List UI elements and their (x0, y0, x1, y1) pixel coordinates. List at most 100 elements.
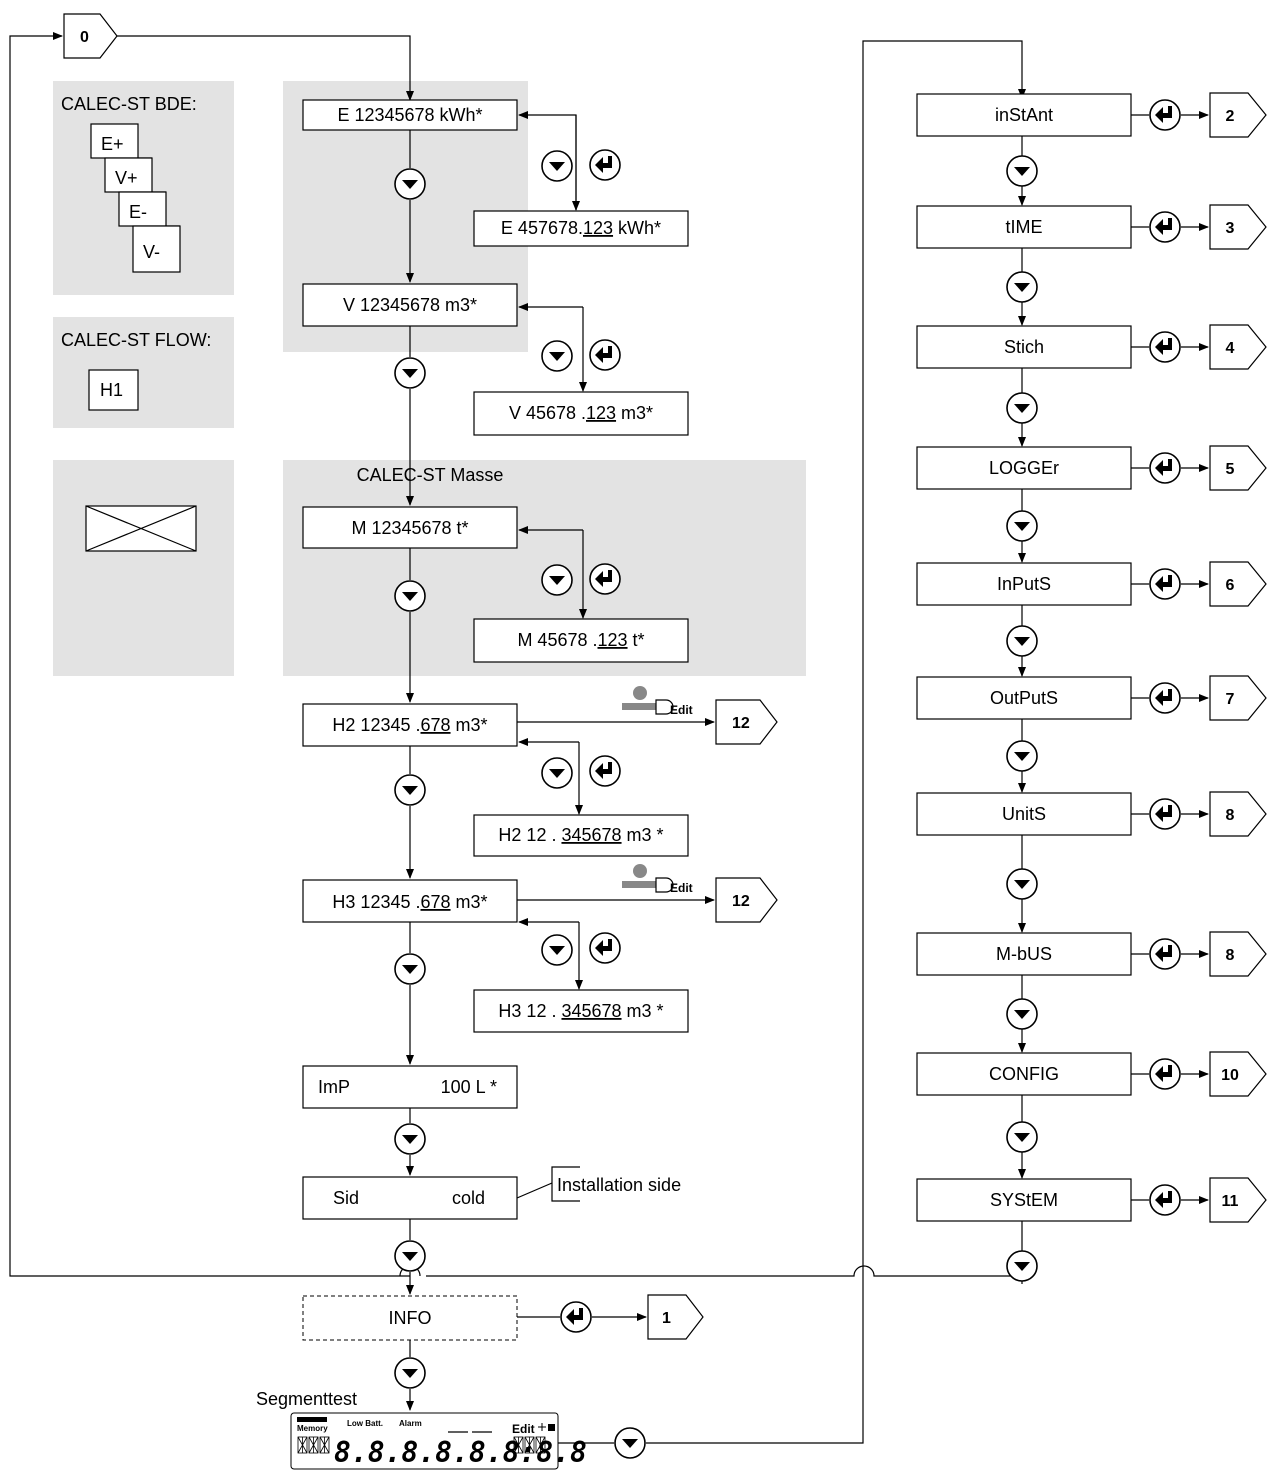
down-button-icon[interactable] (394, 774, 426, 806)
edit-label: Edit (670, 881, 693, 895)
enter-button-icon[interactable] (1149, 568, 1181, 600)
enter-button-icon[interactable] (1149, 1058, 1181, 1090)
menu-item-label: LOGGEr (989, 458, 1059, 478)
menu-item-inputs[interactable]: InPutS (916, 562, 1132, 606)
menu-target-pointer[interactable]: 8 (1209, 931, 1267, 977)
enter-button-icon[interactable] (560, 1301, 592, 1333)
down-button-icon[interactable] (1006, 510, 1038, 542)
enter-button-icon[interactable] (1149, 452, 1181, 484)
down-button-icon[interactable] (394, 580, 426, 612)
down-button-icon[interactable] (394, 1357, 426, 1389)
menu-target-pointer[interactable]: 3 (1209, 204, 1267, 250)
down-button-icon[interactable] (394, 1123, 426, 1155)
enter-button-icon[interactable] (1149, 1184, 1181, 1216)
down-button-icon[interactable] (541, 150, 573, 182)
down-button-icon[interactable] (541, 340, 573, 372)
down-button-icon[interactable] (1006, 392, 1038, 424)
svg-text:V 45678 .123 m3*: V 45678 .123 m3* (509, 403, 653, 423)
mass-box[interactable]: M 12345678 t* (302, 506, 518, 549)
enter-button-icon[interactable] (589, 755, 621, 787)
menu-item-config[interactable]: CONFIG (916, 1052, 1132, 1096)
svg-text:H2 12 . 345678 m3 *: H2 12 . 345678 m3 * (498, 825, 663, 845)
mass-detail-box: M 45678 .123 t* (473, 618, 689, 663)
svg-text:2: 2 (1226, 108, 1235, 125)
menu-target-pointer[interactable]: 10 (1209, 1051, 1267, 1097)
edit-label: Edit (670, 703, 693, 717)
h3-box[interactable]: H3 12345 .678 m3* (302, 879, 518, 923)
menu-item-label: Stich (1004, 337, 1044, 357)
enter-button-icon[interactable] (589, 339, 621, 371)
enter-button-icon[interactable] (1149, 99, 1181, 131)
enter-button-icon[interactable] (589, 563, 621, 595)
menu-target-pointer[interactable]: 11 (1209, 1177, 1267, 1223)
down-button-icon[interactable] (541, 934, 573, 966)
down-button-icon[interactable] (541, 564, 573, 596)
enter-button-icon[interactable] (589, 149, 621, 181)
volume-box[interactable]: V 12345678 m3* (302, 283, 518, 327)
svg-text:E 457678.123 kWh*: E 457678.123 kWh* (501, 218, 661, 238)
down-button-icon[interactable] (1006, 740, 1038, 772)
menu-target-pointer[interactable]: 2 (1209, 92, 1267, 138)
menu-item-instant[interactable]: inStAnt (916, 93, 1132, 137)
down-button-icon[interactable] (1006, 998, 1038, 1030)
energy-detail-box: E 457678.123 kWh* (473, 210, 689, 247)
menu-item-outputs[interactable]: OutPutS (916, 676, 1132, 720)
volume-detail-box: V 45678 .123 m3* (473, 391, 689, 436)
h2-edit-pointer[interactable]: 12 (715, 699, 778, 745)
menu-item-system[interactable]: SYStEM (916, 1178, 1132, 1222)
down-button-icon[interactable] (1006, 155, 1038, 187)
enter-button-icon[interactable] (1149, 798, 1181, 830)
menu-item-label: SYStEM (990, 1190, 1058, 1210)
down-button-icon[interactable] (394, 953, 426, 985)
down-button-icon[interactable] (614, 1427, 646, 1459)
down-button-icon[interactable] (1006, 625, 1038, 657)
segmenttest-title: Segmenttest (256, 1389, 357, 1409)
down-button-icon[interactable] (1006, 271, 1038, 303)
down-button-icon[interactable] (394, 357, 426, 389)
enter-button-icon[interactable] (1149, 211, 1181, 243)
flow-panel (53, 317, 234, 428)
lcd-digits: 8.8.8.8.8.8:8.8 (334, 1436, 587, 1469)
menu-item-stich[interactable]: Stich (916, 325, 1132, 369)
svg-text:10: 10 (1221, 1067, 1239, 1084)
energy-box[interactable]: E 12345678 kWh* (302, 99, 518, 131)
energy-value: E 12345678 kWh* (337, 105, 482, 125)
down-button-icon[interactable] (394, 168, 426, 200)
menu-target-pointer[interactable]: 7 (1209, 675, 1267, 721)
down-button-icon[interactable] (1006, 868, 1038, 900)
down-button-icon[interactable] (1006, 1121, 1038, 1153)
menu-item-logger[interactable]: LOGGEr (916, 446, 1132, 490)
enter-button-icon[interactable] (1149, 331, 1181, 363)
menu-target-pointer[interactable]: 5 (1209, 445, 1267, 491)
svg-text:8: 8 (1226, 947, 1235, 964)
menu-item-time[interactable]: tIME (916, 205, 1132, 249)
impulse-label: ImP (318, 1077, 350, 1097)
not-available-box (85, 505, 197, 552)
enter-button-icon[interactable] (1149, 938, 1181, 970)
menu-target-pointer[interactable]: 6 (1209, 561, 1267, 607)
h2-box[interactable]: H2 12345 .678 m3* (302, 703, 518, 747)
enter-button-icon[interactable] (1149, 682, 1181, 714)
menu-item-m-bus[interactable]: M-bUS (916, 932, 1132, 976)
menu-item-units[interactable]: UnitS (916, 792, 1132, 836)
info-pointer[interactable]: 1 (647, 1294, 704, 1340)
flow-item-h1: H1 (100, 380, 123, 400)
down-button-icon[interactable] (1006, 1250, 1038, 1282)
enter-button-icon[interactable] (589, 932, 621, 964)
down-button-icon[interactable] (394, 1240, 426, 1272)
svg-text:12: 12 (732, 893, 750, 910)
info-box[interactable]: INFO (302, 1295, 518, 1341)
menu-target-pointer[interactable]: 4 (1209, 324, 1267, 370)
mass-value: M 12345678 t* (351, 518, 468, 538)
h3-edit-pointer[interactable]: 12 (715, 877, 778, 923)
side-box[interactable]: Sid cold (302, 1176, 518, 1220)
side-value: cold (452, 1188, 485, 1208)
wrench-icon (622, 864, 674, 893)
down-button-icon[interactable] (541, 757, 573, 789)
menu-target-pointer[interactable]: 8 (1209, 791, 1267, 837)
svg-text:6: 6 (1226, 577, 1235, 594)
impulse-box[interactable]: ImP 100 L * (302, 1065, 518, 1109)
bde-item-v-plus: V+ (115, 168, 138, 188)
svg-text:11: 11 (1222, 1193, 1239, 1210)
